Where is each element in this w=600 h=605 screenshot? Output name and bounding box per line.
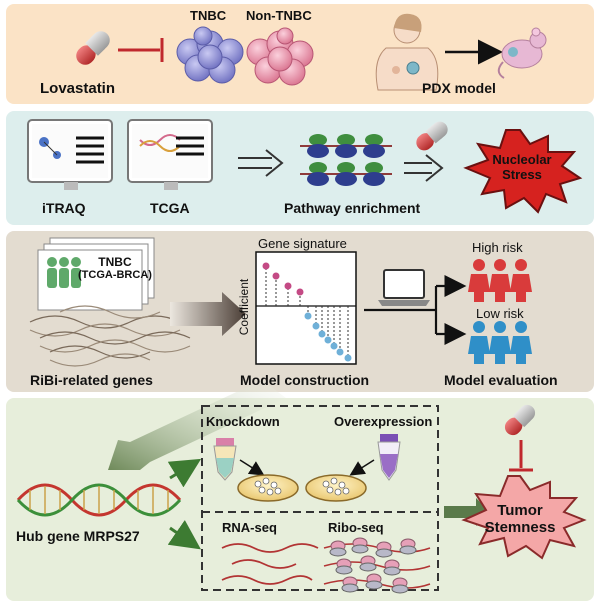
- tumor-line-2: Stemness: [484, 519, 556, 536]
- arrow-kd-dish: [239, 459, 265, 476]
- nucleolar-stress-label: Nucleolar Stress: [482, 152, 562, 182]
- lollipop-head: [304, 312, 312, 320]
- itraq-label: iTRAQ: [42, 200, 86, 216]
- lollipop-head: [312, 322, 320, 330]
- tumor-line-1: Tumor: [497, 502, 543, 519]
- ribo-seq-label: Ribo-seq: [328, 520, 384, 535]
- dna-helix-icon: [16, 483, 182, 517]
- tnbc-label: TNBC: [190, 8, 227, 23]
- cohort-line-1: TNBC: [98, 255, 132, 269]
- coefficient-axis-label: Coefficient: [237, 278, 252, 336]
- rna-seq-label: RNA-seq: [222, 520, 277, 535]
- inhibition-arrow: [118, 38, 164, 62]
- pathway-enrichment-label: Pathway enrichment: [284, 200, 421, 216]
- petri-dish-icon: [237, 474, 299, 502]
- overexpression-label: Overexpression: [334, 414, 433, 429]
- knockdown-tube-icon: [213, 438, 237, 481]
- knockdown-label: Knockdown: [206, 414, 280, 429]
- ribosome-mrna-icon: [323, 537, 431, 594]
- high-risk-people-icon: [468, 259, 532, 302]
- inhibition-arrow: [509, 440, 533, 472]
- mouse-icon: [497, 27, 547, 79]
- rna-strands-icon: [221, 543, 319, 585]
- model-construction-label: Model construction: [240, 372, 370, 388]
- pill-icon: [504, 404, 536, 436]
- pdx-model-label: PDX model: [422, 80, 496, 96]
- green-arrow-down: [167, 520, 201, 550]
- green-arrow-up: [167, 458, 202, 488]
- non-tnbc-label: Non-TNBC: [246, 8, 312, 23]
- stress-line-1: Nucleolar: [492, 152, 552, 167]
- high-risk-label: High risk: [472, 240, 523, 255]
- cohort-label: TNBC (TCGA-BRCA): [78, 256, 152, 282]
- model-evaluation-label: Model evaluation: [444, 372, 558, 388]
- gene-signature-title: Gene signature: [258, 236, 347, 251]
- lollipop-head: [272, 272, 280, 280]
- tcga-label: TCGA: [150, 200, 190, 216]
- non-tnbc-cells-icon: [246, 27, 314, 86]
- petri-dish-icon: [305, 474, 367, 502]
- cohort-line-2: (TCGA-BRCA): [78, 269, 152, 281]
- pill-icon: [76, 31, 110, 65]
- coefficient-lollipops: [262, 262, 352, 362]
- big-process-arrow: [170, 292, 246, 336]
- monitor-tcga-icon: [127, 119, 213, 190]
- stress-line-2: Stress: [502, 167, 542, 182]
- branch-arrows: [364, 275, 467, 345]
- dna-strands-icon: [29, 305, 191, 367]
- lollipop-head: [336, 348, 344, 356]
- drug-label: Lovastatin: [40, 80, 116, 97]
- ribosomes-icon: [300, 134, 392, 186]
- lollipop-head: [284, 282, 292, 290]
- lollipop-head: [344, 354, 352, 362]
- tnbc-cells-icon: [176, 26, 244, 84]
- low-risk-people-icon: [468, 321, 532, 364]
- cohort-cards-icon: [37, 237, 155, 311]
- open-arrow-icon: [238, 149, 284, 177]
- arrow-oe-dish: [349, 459, 375, 476]
- low-risk-label: Low risk: [476, 306, 524, 321]
- open-arrow-icon: [404, 154, 444, 182]
- signature-chart-frame: [255, 251, 357, 365]
- experiments-box: [201, 405, 439, 591]
- patient-icon: [375, 13, 439, 91]
- tumor-stemness-label: Tumor Stemness: [480, 502, 560, 536]
- transition-arrow: [108, 380, 286, 470]
- lollipop-head: [262, 262, 270, 270]
- ribi-genes-label: RiBi-related genes: [30, 372, 153, 388]
- overexpression-tube-icon: [377, 434, 401, 481]
- hub-gene-label: Hub gene MRPS27: [16, 528, 140, 544]
- laptop-icon: [378, 269, 430, 306]
- lollipop-head: [318, 330, 326, 338]
- pill-icon: [416, 121, 448, 151]
- monitor-itraq-icon: [27, 119, 113, 190]
- nucleolar-stress-burst: [463, 129, 583, 214]
- lollipop-head: [330, 342, 338, 350]
- lollipop-head: [296, 288, 304, 296]
- tumor-stemness-burst: [461, 475, 587, 560]
- lollipop-head: [324, 336, 332, 344]
